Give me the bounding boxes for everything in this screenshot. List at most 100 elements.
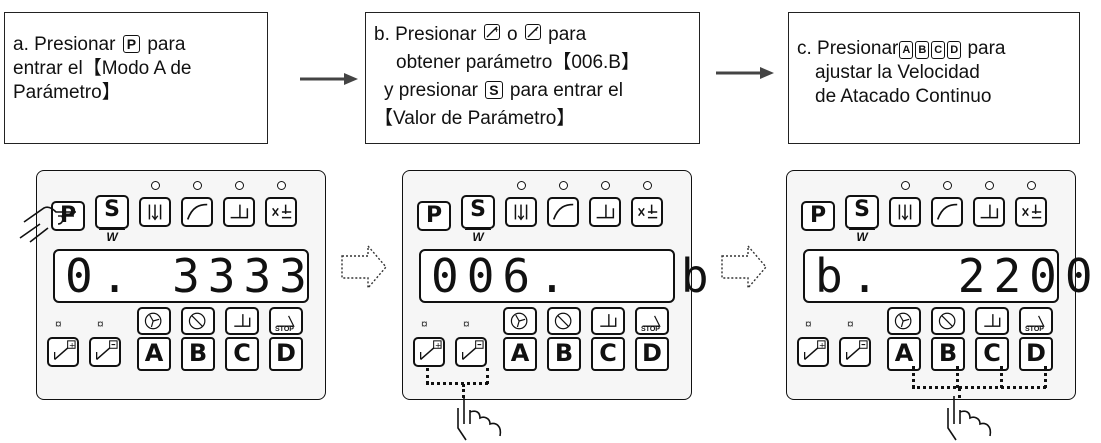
s-key[interactable]: S xyxy=(461,195,495,229)
pointing-hand-icon xyxy=(457,396,502,441)
stitch-icon[interactable] xyxy=(889,197,921,227)
fan-icon xyxy=(887,307,921,335)
s-key[interactable]: S xyxy=(845,195,879,229)
stop-label: STOP xyxy=(1025,326,1044,333)
dotted-connector xyxy=(462,384,465,398)
w-label: W xyxy=(849,229,875,244)
step-b-line1-mid: o xyxy=(507,24,518,45)
key-b[interactable]: B xyxy=(931,337,965,371)
key-c[interactable]: C xyxy=(225,337,259,371)
step-b-line3-pre: y presionar xyxy=(384,80,478,101)
w-label: W xyxy=(465,229,491,244)
step-a-line2: entrar el【Modo A de xyxy=(13,58,192,79)
step-b-text: b. Presionar + o - para obtener parámetr… xyxy=(374,21,640,133)
foot-icon[interactable] xyxy=(223,197,255,227)
indicator-led: ¤ xyxy=(805,317,812,331)
step-a-line3: Parámetro】 xyxy=(13,82,121,103)
pointing-hand-icon xyxy=(947,396,992,441)
indicator-led xyxy=(643,181,652,190)
p-key[interactable]: P xyxy=(801,201,835,231)
indicator-led xyxy=(601,181,610,190)
param-down-key-icon[interactable] xyxy=(839,337,871,367)
indicator-led xyxy=(517,181,526,190)
needle-icon xyxy=(181,307,215,335)
curve-icon[interactable] xyxy=(547,197,579,227)
stitch-icon[interactable] xyxy=(139,197,171,227)
curve-icon[interactable] xyxy=(931,197,963,227)
key-d[interactable]: D xyxy=(1019,337,1053,371)
step-b-line2: obtener parámetro【006.B】 xyxy=(396,52,640,73)
dotted-connector xyxy=(1044,366,1047,388)
key-c[interactable]: C xyxy=(591,337,625,371)
foot-icon[interactable] xyxy=(589,197,621,227)
stop-icon xyxy=(269,307,303,335)
key-a[interactable]: A xyxy=(137,337,171,371)
svg-text:-: - xyxy=(535,27,538,34)
key-c[interactable]: C xyxy=(975,337,1009,371)
foot-icon xyxy=(225,307,259,335)
arrow-right-icon xyxy=(300,73,358,85)
key-d[interactable]: D xyxy=(269,337,303,371)
stitch-icon[interactable] xyxy=(505,197,537,227)
cut-icon[interactable] xyxy=(1015,197,1047,227)
indicator-led xyxy=(985,181,994,190)
stop-icon xyxy=(1019,307,1053,335)
needle-icon xyxy=(931,307,965,335)
key-d[interactable]: D xyxy=(635,337,669,371)
dotted-connector xyxy=(486,368,489,384)
foot-icon xyxy=(975,307,1009,335)
s-key[interactable]: S xyxy=(95,195,129,229)
d-key-inline: D xyxy=(947,41,962,59)
step-b-line1-pre: b. Presionar xyxy=(374,24,477,45)
step-a-line1-post: para xyxy=(147,34,186,55)
p-key-inline: P xyxy=(122,35,141,53)
c-key-inline: C xyxy=(931,41,946,59)
foot-icon[interactable] xyxy=(973,197,1005,227)
indicator-led xyxy=(559,181,568,190)
fan-icon xyxy=(503,307,537,335)
param-down-key-icon[interactable] xyxy=(455,337,487,367)
dotted-connector xyxy=(912,366,915,388)
p-key[interactable]: P xyxy=(417,201,451,231)
indicator-led xyxy=(235,181,244,190)
step-a-line1-pre: a. Presionar xyxy=(13,34,116,55)
key-a[interactable]: A xyxy=(503,337,537,371)
dotted-connector xyxy=(912,386,1046,389)
key-b[interactable]: B xyxy=(181,337,215,371)
step-c-line2: ajustar la Velocidad xyxy=(815,62,980,83)
lcd-display: 0. 3333 xyxy=(53,249,309,303)
svg-text:+: + xyxy=(435,340,441,349)
indicator-led xyxy=(943,181,952,190)
indicator-led: ¤ xyxy=(463,317,470,331)
foot-icon xyxy=(591,307,625,335)
step-a-text: a. Presionar P para entrar el【Modo A de … xyxy=(13,33,192,105)
fan-icon xyxy=(137,307,171,335)
key-a[interactable]: A xyxy=(887,337,921,371)
a-key-inline: A xyxy=(899,41,914,59)
param-up-key-icon[interactable]: + xyxy=(797,337,829,367)
indicator-led xyxy=(901,181,910,190)
param-down-key-icon: - xyxy=(524,24,541,40)
dotted-connector xyxy=(956,366,959,388)
indicator-led: ¤ xyxy=(55,317,62,331)
lcd-display: 006. b xyxy=(419,249,709,303)
cut-icon[interactable] xyxy=(631,197,663,227)
cut-icon[interactable] xyxy=(265,197,297,227)
hollow-arrow-icon xyxy=(341,244,387,290)
step-a-box: a. Presionar P para entrar el【Modo A de … xyxy=(4,12,268,144)
step-b-box: b. Presionar + o - para obtener parámetr… xyxy=(365,12,700,144)
stop-label: STOP xyxy=(275,326,294,333)
dotted-connector xyxy=(426,382,488,385)
stop-label: STOP xyxy=(641,326,660,333)
param-down-key-icon[interactable] xyxy=(89,337,121,367)
indicator-led: ¤ xyxy=(421,317,428,331)
curve-icon[interactable] xyxy=(181,197,213,227)
param-up-key-icon[interactable]: + xyxy=(413,337,445,367)
key-b[interactable]: B xyxy=(547,337,581,371)
indicator-led xyxy=(193,181,202,190)
param-up-key-icon[interactable]: + xyxy=(47,337,79,367)
